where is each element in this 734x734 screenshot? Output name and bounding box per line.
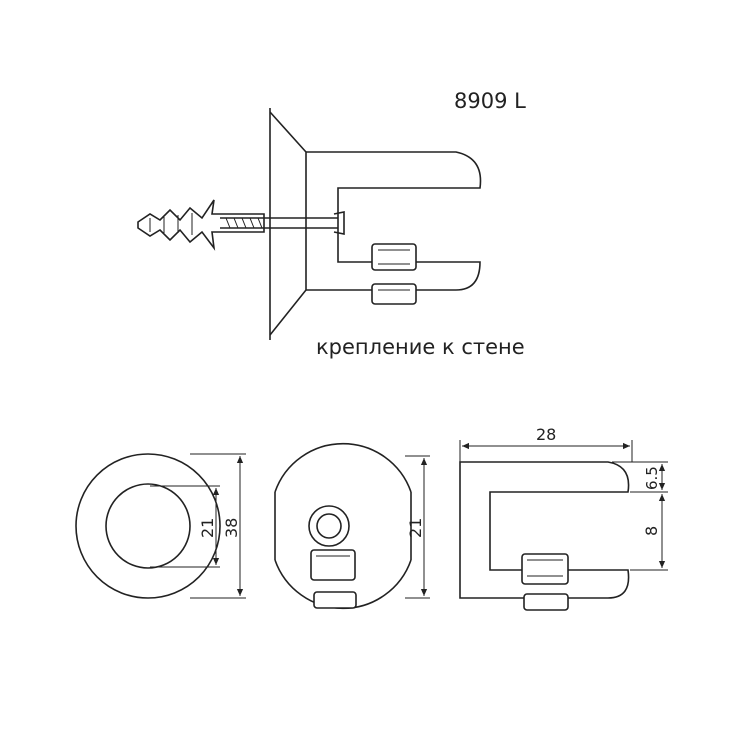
model-code: 8909 L bbox=[454, 89, 526, 113]
dim-ring-inner: 21 bbox=[198, 518, 217, 538]
dim-side-width: 28 bbox=[536, 425, 556, 444]
rear-view bbox=[75, 453, 246, 599]
dim-side-top: 6.5 bbox=[643, 466, 661, 490]
wall-plug-icon bbox=[137, 199, 265, 251]
side-view bbox=[459, 440, 668, 611]
dim-ring-outer: 38 bbox=[222, 518, 241, 538]
dim-side-gap: 8 bbox=[642, 526, 661, 536]
caption: крепление к стене bbox=[316, 335, 525, 359]
glass-clamp bbox=[306, 151, 482, 305]
screw-icon bbox=[220, 211, 345, 235]
dim-front-height: 21 bbox=[406, 518, 425, 538]
front-view bbox=[274, 442, 430, 610]
wall-bracket bbox=[269, 108, 307, 340]
